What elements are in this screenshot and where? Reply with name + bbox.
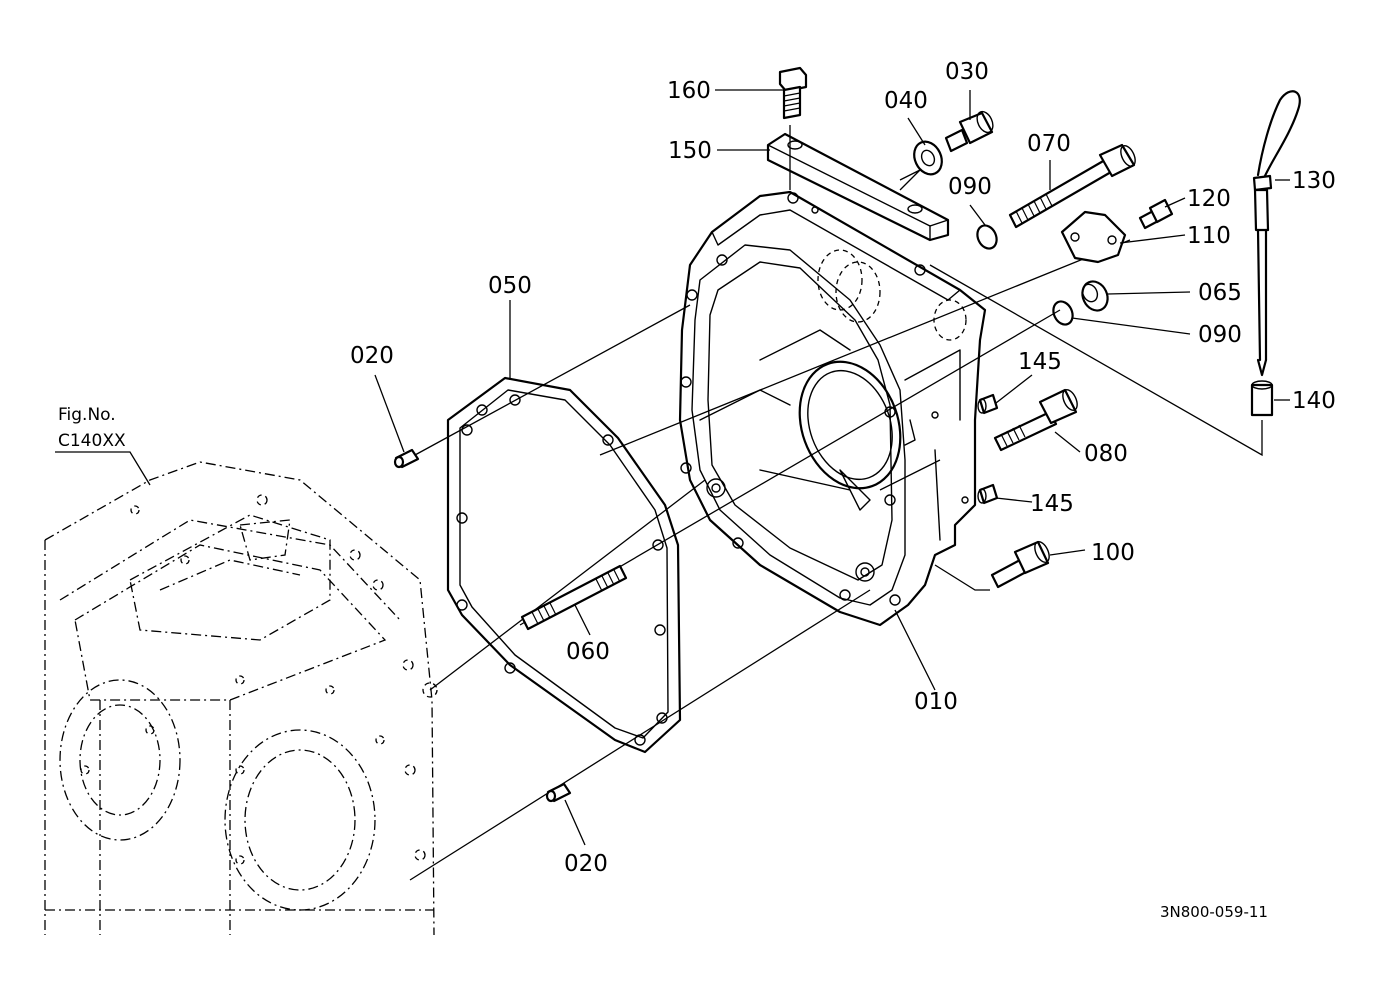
- label-120: 120: [1187, 186, 1231, 212]
- flywheel-housing: [678, 190, 987, 627]
- lock-washer-upper: [976, 224, 998, 250]
- figure-ref-line2: C140XX: [58, 431, 126, 451]
- label-090-lower: 090: [1198, 322, 1242, 348]
- label-080: 080: [1084, 441, 1128, 467]
- dipstick-tube: [1250, 380, 1274, 417]
- ring-065: [1081, 280, 1109, 312]
- dowel-pin-upper: [393, 448, 420, 469]
- label-140: 140: [1292, 388, 1336, 414]
- label-160: 160: [667, 78, 711, 104]
- figure-ref-line1: Fig.No.: [58, 405, 116, 425]
- bolt-080: [993, 388, 1078, 452]
- label-020-lower: 020: [564, 851, 608, 877]
- engine-block-reference: [44, 461, 438, 936]
- label-050: 050: [488, 273, 532, 299]
- gasket: [446, 376, 682, 754]
- plug-145-lower: [977, 483, 999, 505]
- stud-bolt: [520, 564, 628, 631]
- washer-040: [913, 140, 943, 176]
- label-110: 110: [1187, 223, 1231, 249]
- cover-plate: [1060, 210, 1127, 264]
- plug-120: [1138, 198, 1174, 230]
- bolt-100: [934, 540, 1050, 591]
- label-060: 060: [566, 639, 610, 665]
- label-145-upper: 145: [1018, 349, 1062, 375]
- dipstick: [1252, 90, 1301, 377]
- label-130: 130: [1292, 168, 1336, 194]
- label-150: 150: [668, 138, 712, 164]
- label-065: 065: [1198, 280, 1242, 306]
- label-020-upper: 020: [350, 343, 394, 369]
- plate: [766, 125, 950, 242]
- label-145-lower: 145: [1030, 491, 1074, 517]
- label-100: 100: [1091, 540, 1135, 566]
- plug-030: [944, 110, 994, 153]
- label-070: 070: [1027, 131, 1071, 157]
- label-leaders: [374, 89, 1290, 846]
- lock-washer-lower: [1052, 300, 1074, 326]
- label-090-upper: 090: [948, 174, 992, 200]
- label-010: 010: [914, 689, 958, 715]
- bolt-160: [778, 66, 808, 120]
- plug-145-upper: [977, 393, 999, 415]
- part-labels: 160 150 040 030 070 090 120 130 110 065 …: [350, 59, 1336, 877]
- label-040: 040: [884, 88, 928, 114]
- drawing-code: 3N800-059-11: [1160, 903, 1268, 921]
- dowel-pin-lower: [545, 782, 572, 803]
- label-030: 030: [945, 59, 989, 85]
- figure-reference: Fig.No. C140XX: [55, 405, 151, 486]
- bolt-070: [1008, 143, 1136, 229]
